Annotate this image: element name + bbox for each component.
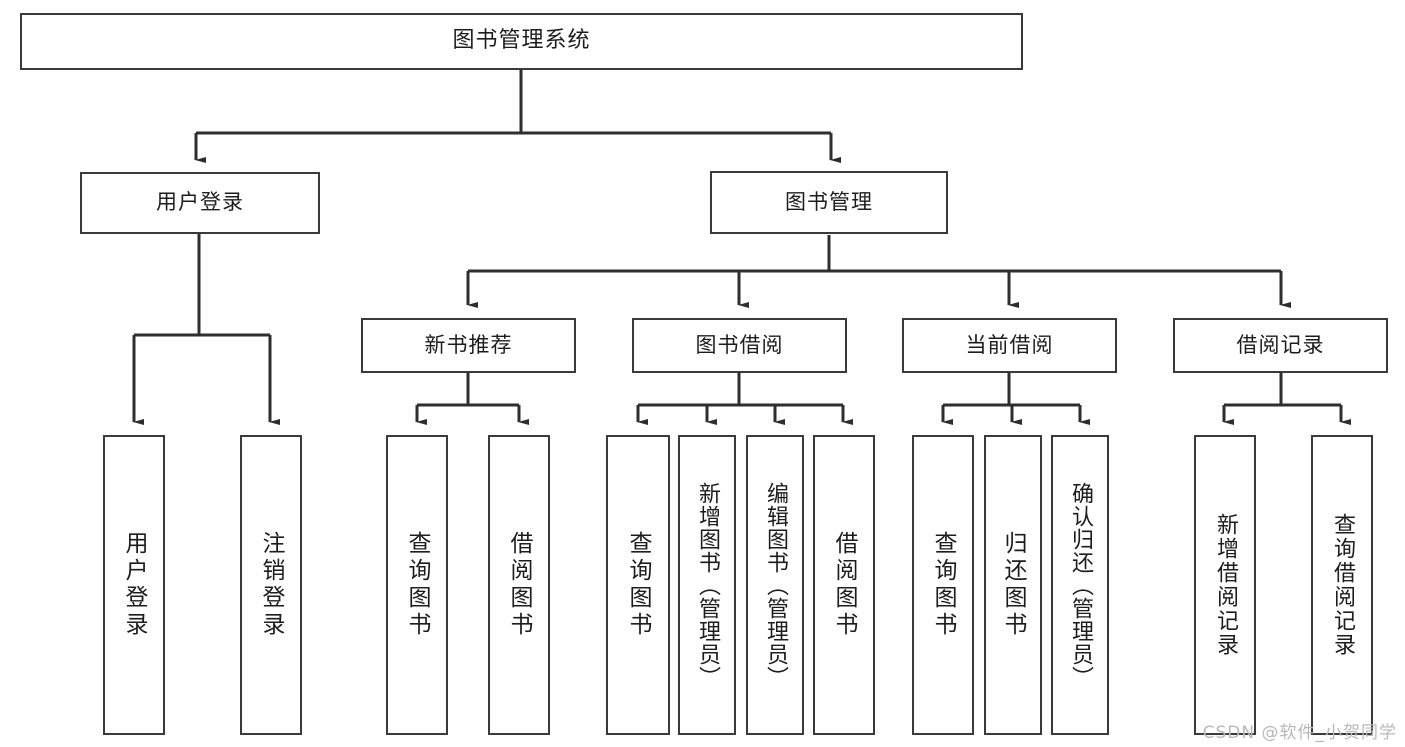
leaf-user-login-signin[interactable]: 用户登录 <box>103 435 165 735</box>
leaf-record-add-record[interactable]: 新增借阅记录 <box>1194 435 1256 735</box>
leaf-current-return-book[interactable]: 归还图书 <box>984 435 1042 735</box>
csdn-watermark: CSDN @软件_小贺同学 <box>1202 723 1397 743</box>
leaf-borrow-edit-book-admin[interactable]: 编辑图书（管理员） <box>746 435 804 735</box>
leaf-current-confirm-return-admin[interactable]: 确认归还（管理员） <box>1051 435 1109 735</box>
leaf-current-query-book[interactable]: 查询图书 <box>912 435 974 735</box>
node-book-management[interactable]: 图书管理 <box>710 171 948 234</box>
node-new-book-recommend[interactable]: 新书推荐 <box>361 318 576 373</box>
leaf-borrow-borrow-book[interactable]: 借阅图书 <box>813 435 875 735</box>
leaf-record-query-record[interactable]: 查询借阅记录 <box>1311 435 1373 735</box>
node-user-login[interactable]: 用户登录 <box>80 172 320 234</box>
node-book-borrow[interactable]: 图书借阅 <box>632 318 847 373</box>
leaf-borrow-query-book[interactable]: 查询图书 <box>606 435 670 735</box>
node-borrow-record[interactable]: 借阅记录 <box>1173 318 1388 373</box>
node-current-borrow[interactable]: 当前借阅 <box>902 318 1117 373</box>
leaf-new-book-borrow[interactable]: 借阅图书 <box>488 435 550 735</box>
leaf-new-book-query[interactable]: 查询图书 <box>386 435 448 735</box>
leaf-user-login-signout[interactable]: 注销登录 <box>240 435 302 735</box>
node-root-system[interactable]: 图书管理系统 <box>20 13 1023 70</box>
leaf-borrow-add-book-admin[interactable]: 新增图书（管理员） <box>678 435 736 735</box>
